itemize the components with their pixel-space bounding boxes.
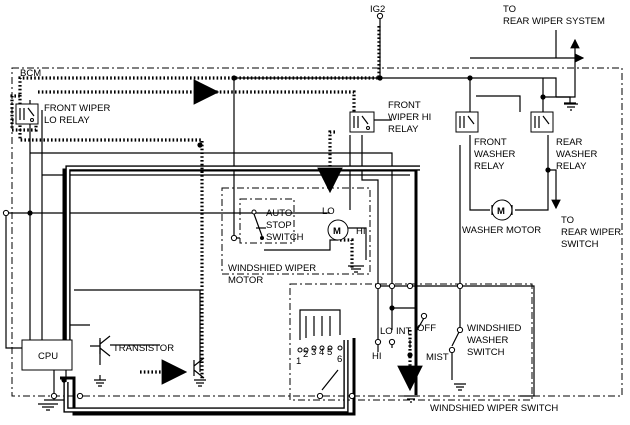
to-rear-wiper-switch-line2: REAR WIPER xyxy=(561,227,621,238)
wiper-switch-hi-label: HI xyxy=(372,351,382,362)
int-position-6: 6 xyxy=(337,354,342,365)
front-wiper-lo-relay xyxy=(15,103,39,125)
wiper-motor-boundary xyxy=(221,187,371,275)
windshield-washer-switch-line1: WINDSHIED xyxy=(467,323,522,334)
front-wiper-hi-relay-line2: WIPER HI xyxy=(388,112,431,123)
int-position-5: 5 xyxy=(327,347,332,358)
transistor-label: TRANSISTOR xyxy=(113,343,174,354)
front-wiper-lo-relay-line1: FRONT WIPER xyxy=(44,103,110,114)
bcm-label: BCM xyxy=(20,68,41,79)
wiper-switch-off-label: OFF xyxy=(417,323,436,334)
rear-washer-relay xyxy=(530,111,554,133)
to-rear-wiper-system-line1: TO xyxy=(503,4,516,15)
rear-washer-relay-line3: RELAY xyxy=(556,161,587,172)
wiper-switch-mist-label: MIST xyxy=(426,352,449,363)
auto-stop-switch-line2: STOP xyxy=(266,220,292,231)
washer-motor-label: WASHER MOTOR xyxy=(462,225,541,236)
to-rear-wiper-switch-line1: TO xyxy=(561,215,574,226)
windshield-wiper-switch-label: WINDSHIED WIPER SWITCH xyxy=(430,403,558,414)
windshield-washer-switch-line3: SWITCH xyxy=(467,347,505,358)
auto-stop-switch-line3: SWITCH xyxy=(266,232,304,243)
auto-stop-switch-boundary xyxy=(239,198,295,244)
rear-washer-relay-line2: WASHER xyxy=(556,149,597,160)
rear-washer-relay-line1: REAR xyxy=(556,137,583,148)
open-terminals xyxy=(2,12,464,400)
ground-symbols xyxy=(38,103,578,411)
windshield-wiper-motor-line1: WINDSHIED WIPER xyxy=(228,263,316,274)
outline-path xyxy=(63,165,420,413)
transistor-right xyxy=(193,357,205,379)
int-position-2: 2 xyxy=(303,349,308,360)
wiper-motor: M xyxy=(327,219,349,241)
int-position-3: 3 xyxy=(311,347,316,358)
washer-motor: M xyxy=(491,199,513,221)
labels: IG2 TO REAR WIPER SYSTEM BCM FRONT WIPER… xyxy=(20,4,621,414)
transistor-left xyxy=(90,335,111,357)
front-washer-relay-line3: RELAY xyxy=(474,161,505,172)
front-washer-relay-line1: FRONT xyxy=(474,137,507,148)
junction-nodes xyxy=(27,75,551,383)
heavy-wiring xyxy=(60,168,418,416)
front-washer-relay xyxy=(455,111,479,133)
auto-stop-switch-line1: AUTO xyxy=(266,208,292,219)
int-position-4: 4 xyxy=(319,347,324,358)
wiper-switch-lo-label: LO xyxy=(380,326,393,337)
motor-hi-label: HI xyxy=(356,226,366,237)
ig2-label: IG2 xyxy=(370,4,385,15)
front-wiper-lo-relay-line2: LO RELAY xyxy=(44,115,90,126)
front-wiper-hi-relay xyxy=(349,111,375,133)
int-position-1: 1 xyxy=(296,356,301,367)
bcm-boundary xyxy=(11,67,623,397)
auto-stop-switch-contact xyxy=(251,209,264,240)
dotted-path xyxy=(10,26,423,392)
front-wiper-hi-relay-line3: RELAY xyxy=(388,124,419,135)
svg-text:M: M xyxy=(497,206,505,217)
cpu-label: CPU xyxy=(38,351,58,362)
to-rear-wiper-system-line2: REAR WIPER SYSTEM xyxy=(503,16,605,27)
motor-lo-label: LO xyxy=(322,206,335,217)
front-wiper-hi-relay-line1: FRONT xyxy=(388,100,421,111)
wiper-switch-int-label: INT xyxy=(396,326,412,337)
svg-text:M: M xyxy=(333,226,341,237)
to-rear-wiper-switch-line3: SWITCH xyxy=(561,239,599,250)
cpu-block xyxy=(21,339,73,371)
windshield-wiper-motor-line2: MOTOR xyxy=(228,275,263,286)
windshield-washer-switch-line2: WASHER xyxy=(467,335,508,346)
front-washer-relay-line2: WASHER xyxy=(474,149,515,160)
